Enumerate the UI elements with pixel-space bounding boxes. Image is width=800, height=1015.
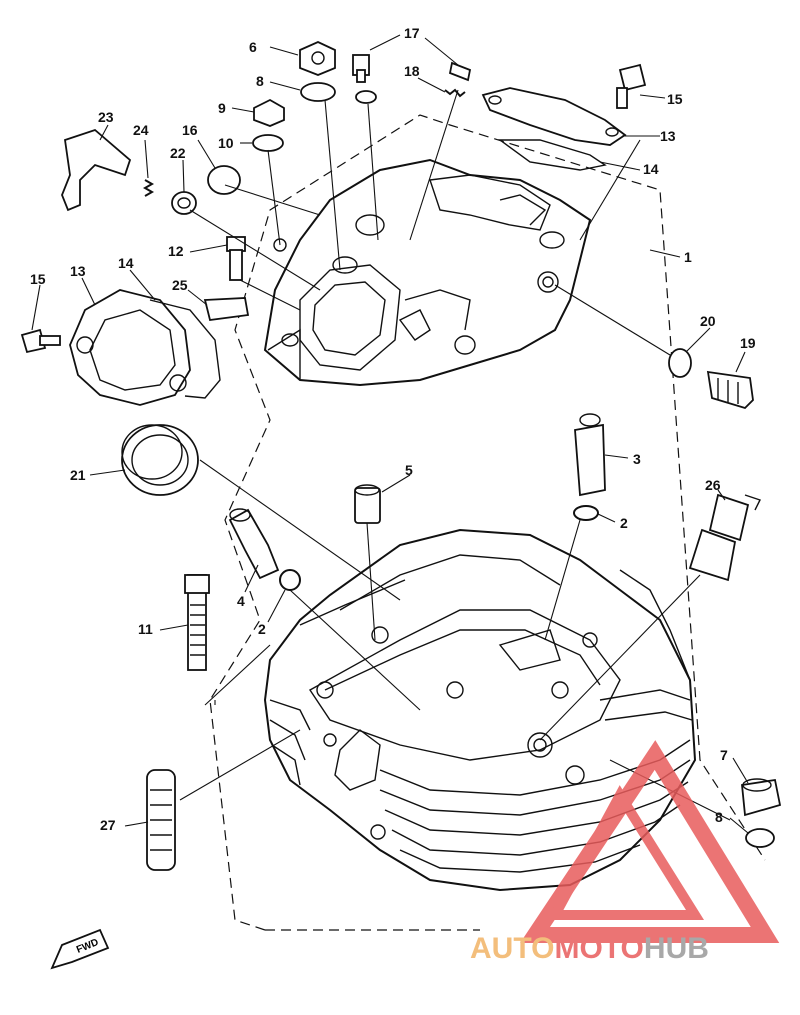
callout-6: 6: [249, 39, 257, 55]
washer-20: [668, 348, 692, 378]
stud-bolt: [146, 769, 176, 871]
bolt-17b: [448, 61, 472, 82]
bolt-12: [226, 236, 246, 281]
callout-25: 25: [172, 277, 188, 293]
callout-7: 7: [720, 747, 728, 763]
callout-22: 22: [170, 145, 186, 161]
bolt-17a: [352, 54, 370, 83]
callout-2: 2: [258, 621, 266, 637]
callout-26: 26: [705, 477, 721, 493]
washer-18a: [355, 90, 377, 104]
dowel-pin: [354, 484, 381, 524]
callout-18: 18: [404, 63, 420, 79]
callout-15: 15: [30, 271, 46, 287]
callout-19: 19: [740, 335, 756, 351]
callout-1: 1: [684, 249, 692, 265]
callout-2: 2: [620, 515, 628, 531]
bolt-15-left: [20, 328, 61, 354]
cap-nut-lower: [741, 778, 782, 817]
callout-24: 24: [133, 122, 149, 138]
callout-13: 13: [660, 128, 676, 144]
callout-23: 23: [98, 109, 114, 125]
fwd-arrow: FWD: [50, 928, 110, 970]
callout-16: 16: [182, 122, 198, 138]
callout-21: 21: [70, 467, 86, 483]
gasket-right: [497, 139, 607, 171]
decompression-arm: [61, 128, 132, 212]
valve-guide-left: [228, 508, 280, 580]
leader-lines: [179, 89, 731, 821]
washer-8-lower: [745, 828, 775, 848]
callout-14: 14: [118, 255, 134, 271]
cylinder-head: [263, 528, 697, 892]
callout-13: 13: [70, 263, 86, 279]
spark-plug: [688, 493, 761, 582]
callout-12: 12: [168, 243, 184, 259]
bolt-15-top: [616, 63, 647, 109]
callout-pointers: [31, 34, 749, 834]
watermark-logo: AUTOMOTOHUB: [470, 740, 780, 965]
callout-15: 15: [667, 91, 683, 107]
callout-4: 4: [237, 593, 245, 609]
callout-27: 27: [100, 817, 116, 833]
long-bolt: [184, 574, 210, 671]
upper-head-cover: [263, 158, 592, 387]
callout-14: 14: [643, 161, 659, 177]
callout-20: 20: [700, 313, 716, 329]
callout-8: 8: [256, 73, 264, 89]
seal-22: [171, 191, 197, 215]
callout-5: 5: [405, 462, 413, 478]
o-ring-left: [279, 569, 301, 591]
spring-24: [142, 179, 155, 197]
plate-25: [203, 297, 250, 321]
watermark-text: AUTOMOTOHUB: [470, 932, 709, 965]
callout-10: 10: [218, 135, 234, 151]
drain-bolt: [706, 370, 754, 410]
callout-11: 11: [138, 621, 153, 637]
callout-8: 8: [715, 809, 723, 825]
callout-9: 9: [218, 100, 226, 116]
spring-18: [444, 88, 466, 98]
assembly-outline: [209, 114, 766, 931]
valve-guide-right: [574, 413, 606, 497]
plug-16: [207, 165, 241, 195]
callout-labels: 1 2 2 3 4 5 6 7 8 8 9 10 11 12 13 13 14 …: [30, 25, 756, 833]
top-cover-right: [481, 87, 627, 146]
washer-8: [300, 82, 336, 102]
side-cover-left: [69, 289, 221, 406]
watermark-triangle-inner: [546, 785, 705, 920]
nut-9: [253, 98, 285, 127]
oil-seal-ring: [121, 424, 199, 496]
washer-10: [252, 134, 284, 152]
o-ring-right: [573, 505, 599, 521]
callout-3: 3: [633, 451, 641, 467]
callout-17: 17: [404, 25, 420, 41]
nut-6: [299, 41, 336, 76]
